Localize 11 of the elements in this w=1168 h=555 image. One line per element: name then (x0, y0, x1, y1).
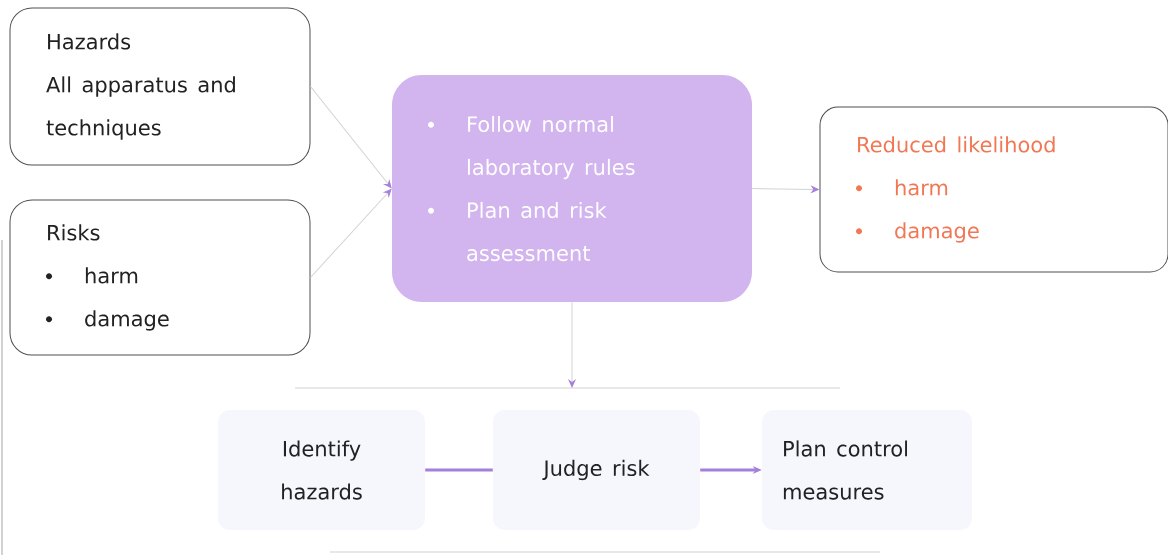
info-box: Risks harm damage (9, 199, 311, 356)
arrow (568, 301, 576, 388)
action-box: Follow normal laboratory rules Plan and risk assessment (392, 75, 752, 302)
step-box: Identify hazards (218, 410, 425, 530)
info-box: Hazards All apparatus and techniques (9, 7, 311, 166)
arrow (751, 186, 819, 193)
step-box: Judge risk (493, 410, 700, 530)
outcome-box: Reduced likelihood harm damage (819, 106, 1168, 273)
step-box: Plan control measures (762, 410, 972, 530)
arrow (310, 86, 392, 189)
arrow (310, 188, 392, 278)
